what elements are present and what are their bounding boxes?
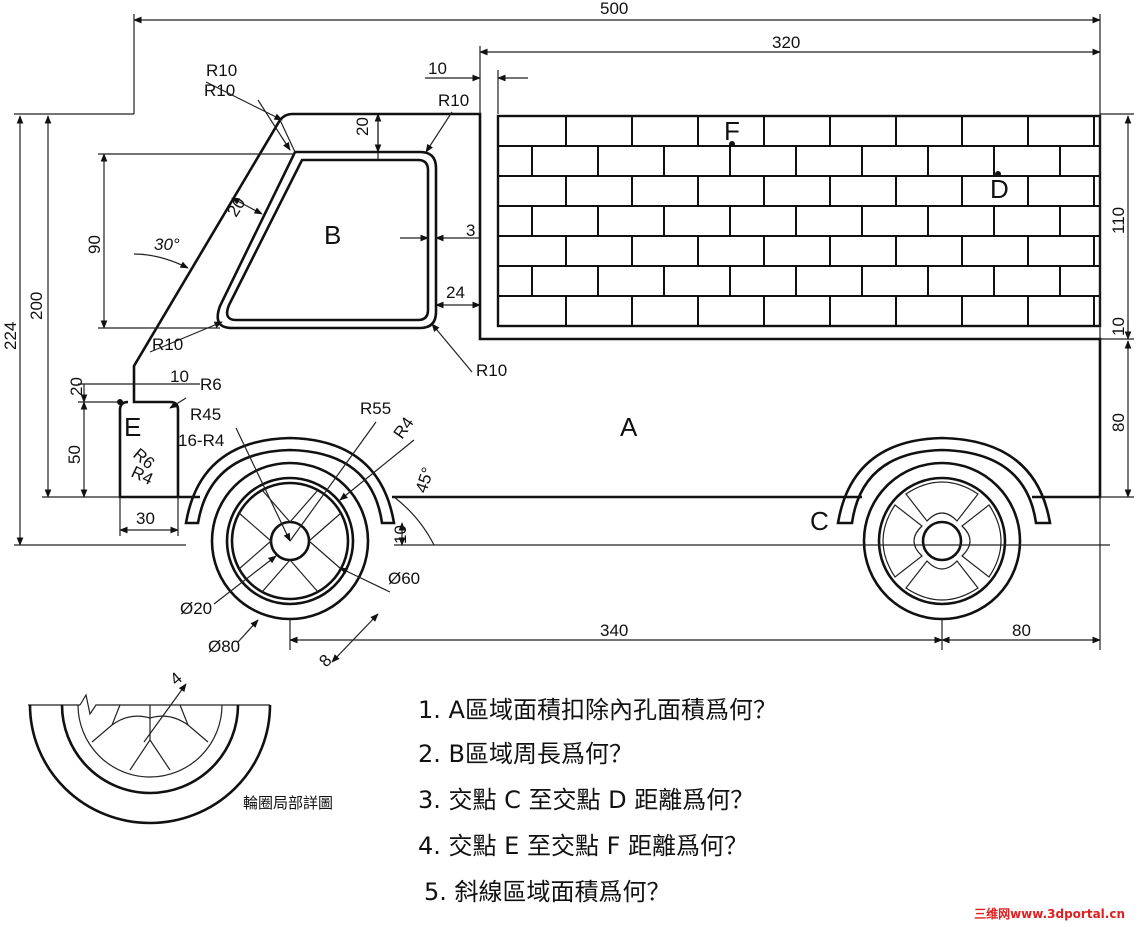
dim-20-band: 20: [223, 194, 249, 220]
dim-24: 24: [446, 283, 465, 302]
dim-320: 320: [772, 33, 800, 52]
point-d-marker: [995, 171, 1001, 177]
dim-340: 340: [600, 621, 628, 640]
dim-r10-a: R10: [206, 61, 237, 80]
point-d-label: D: [990, 174, 1009, 204]
dim-20-left: 20: [67, 377, 86, 396]
dimension-lines: [14, 14, 1134, 743]
region-labels: A B C D E F: [117, 116, 1009, 536]
dim-r10-e: R10: [476, 361, 507, 380]
dim-500: 500: [600, 0, 628, 18]
dim-r10-d: R10: [152, 335, 183, 354]
dim-10-left: 10: [170, 367, 189, 386]
dim-50: 50: [65, 445, 84, 464]
dim-90: 90: [85, 235, 104, 254]
question-5: 5. 斜線區域面積爲何？: [424, 878, 671, 906]
question-3: 3. 交點 C 至交點 D 距離爲何？: [418, 786, 755, 814]
dim-r4-b: R4: [128, 462, 156, 488]
question-2: 2. B區域周長爲何？: [418, 740, 633, 768]
dim-3: 3: [466, 221, 475, 240]
dim-10-top: 10: [428, 59, 447, 78]
front-wheel: [210, 461, 370, 621]
point-e-marker: [117, 399, 123, 405]
dim-r10-b: R10: [204, 81, 235, 100]
rear-wheel: [862, 461, 1022, 621]
dim-dia80: Ø80: [208, 637, 240, 656]
dim-r45: R45: [190, 405, 221, 424]
dim-r55: R55: [360, 399, 391, 418]
dim-r6: R6: [200, 375, 222, 394]
dim-224: 224: [1, 322, 20, 350]
question-1: 1. A區域面積扣除內孔面積爲何？: [418, 696, 777, 724]
region-a-label: A: [620, 412, 638, 442]
dim-r10-c: R10: [438, 91, 469, 110]
question-4: 4. 交點 E 至交點 F 距離爲何？: [418, 832, 749, 860]
dim-80-bottom: 80: [1012, 621, 1031, 640]
detail-caption: 輪圈局部詳圖: [243, 794, 334, 812]
dim-10-right: 10: [1109, 317, 1128, 336]
dimension-labels: 500 320 10 R10 R10 R10 20 20 30° 90 3 24…: [1, 0, 1128, 689]
dim-110: 110: [1109, 207, 1128, 234]
rim-detail-view: [28, 693, 272, 825]
dim-dia60: Ø60: [388, 569, 420, 588]
dim-16-r4: 16-R4: [178, 431, 224, 450]
dim-10-c: 10: [391, 525, 410, 544]
watermark: 三维网www.3dportal.cn: [974, 907, 1125, 921]
dim-dia20: Ø20: [180, 599, 212, 618]
cargo-brick-wall: [496, 114, 1102, 328]
dim-r4: R4: [390, 414, 418, 443]
dim-angle-45: 45°: [412, 465, 438, 495]
dim-200: 200: [27, 292, 46, 320]
dim-20-top: 20: [353, 117, 372, 136]
dim-detail-4: 4: [166, 668, 185, 689]
point-f-marker: [729, 141, 735, 147]
dim-30: 30: [136, 509, 155, 528]
point-c-label: C: [810, 506, 829, 536]
point-e-label: E: [124, 412, 141, 442]
dim-80-right: 80: [1109, 413, 1128, 432]
dim-angle-30: 30°: [154, 235, 180, 254]
point-f-label: F: [724, 116, 740, 146]
region-b-label: B: [324, 220, 341, 250]
